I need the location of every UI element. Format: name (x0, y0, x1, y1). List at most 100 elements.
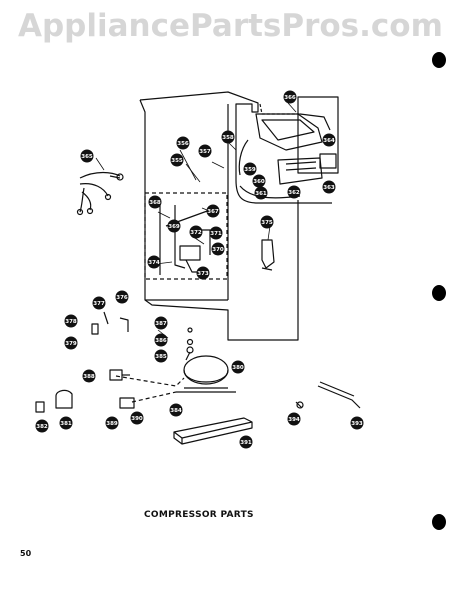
callout-375: 375 (260, 215, 274, 229)
callout-label: 369 (168, 224, 180, 230)
callout-marker (82, 369, 96, 383)
callout-390: 390 (130, 411, 144, 425)
leader-lines (95, 102, 297, 339)
callout-label: 382 (36, 424, 48, 430)
callout-374: 374 (147, 255, 161, 269)
callout-marker (176, 136, 190, 150)
callout-marker (322, 133, 336, 147)
callout-label: 380 (232, 365, 244, 371)
callout-359: 359 (243, 162, 257, 176)
callout-marker (147, 255, 161, 269)
callout-label: 393 (351, 421, 363, 427)
callout-label: 360 (253, 179, 265, 185)
callout-marker (64, 336, 78, 350)
callout-367: 367 (206, 204, 220, 218)
callout-label: 381 (60, 421, 72, 427)
callout-370: 370 (211, 242, 225, 256)
callout-364: 364 (322, 133, 336, 147)
compressor (176, 327, 236, 393)
callout-label: 385 (155, 354, 167, 360)
callout-marker (254, 186, 268, 200)
callout-marker (206, 204, 220, 218)
callout-label: 362 (288, 190, 300, 196)
callout-marker (209, 226, 223, 240)
callout-marker (221, 130, 235, 144)
callout-357: 357 (198, 144, 212, 158)
callout-label: 363 (323, 185, 335, 191)
callout-marker (350, 416, 364, 430)
callout-label: 374 (148, 260, 160, 266)
callout-label: 366 (284, 95, 296, 101)
callout-marker (154, 349, 168, 363)
callout-label: 370 (212, 247, 224, 253)
drain-tube (295, 381, 361, 409)
callout-label: 384 (170, 408, 182, 414)
terminal-cover (35, 389, 73, 413)
callout-marker (283, 90, 297, 104)
callout-label: 361 (255, 191, 267, 197)
callout-marker (92, 296, 106, 310)
callout-363: 363 (322, 180, 336, 194)
compressor-base-rail (173, 417, 253, 445)
callout-label: 355 (171, 158, 183, 164)
callout-layer: 365 366 356 355 357 358 359 360 361 362 363 364 368 3… (35, 90, 364, 449)
callout-378: 378 (64, 314, 78, 328)
connector-line-2 (131, 391, 177, 403)
callout-label: 359 (244, 167, 256, 173)
callout-label: 391 (240, 440, 252, 446)
callout-393: 393 (350, 416, 364, 430)
watermark-text: AppliancePartsPros.com (18, 8, 443, 44)
callout-373: 373 (196, 266, 210, 280)
callout-376: 376 (115, 290, 129, 304)
callout-368: 368 (148, 195, 162, 209)
callout-356: 356 (176, 136, 190, 150)
callout-label: 375 (261, 220, 273, 226)
callout-marker (287, 412, 301, 426)
callout-371: 371 (209, 226, 223, 240)
callout-marker (154, 333, 168, 347)
callout-387: 387 (154, 316, 168, 330)
callout-marker (154, 316, 168, 330)
callout-marker (211, 242, 225, 256)
callout-label: 394 (288, 417, 300, 423)
callout-394: 394 (287, 412, 301, 426)
cabinet-outline (139, 91, 332, 341)
callout-marker (252, 174, 266, 188)
callout-358: 358 (221, 130, 235, 144)
callout-marker (243, 162, 257, 176)
callout-marker (35, 419, 49, 433)
callout-361: 361 (254, 186, 268, 200)
callout-marker (239, 435, 253, 449)
callout-marker (231, 360, 245, 374)
callout-label: 372 (190, 230, 202, 236)
callout-marker (148, 195, 162, 209)
callout-382: 382 (35, 419, 49, 433)
callout-marker (59, 416, 73, 430)
callout-label: 378 (65, 319, 77, 325)
callout-385: 385 (154, 349, 168, 363)
relay-overload (109, 369, 135, 409)
connector-line (115, 375, 185, 387)
callout-marker (167, 219, 181, 233)
callout-369: 369 (167, 219, 181, 233)
binder-hole-bottom (432, 514, 446, 530)
callout-389: 389 (105, 416, 119, 430)
callout-391: 391 (239, 435, 253, 449)
callout-362: 362 (287, 185, 301, 199)
callout-381: 381 (59, 416, 73, 430)
callout-388: 388 (82, 369, 96, 383)
diagram-caption: COMPRESSOR PARTS (144, 510, 254, 520)
callout-label: 356 (177, 141, 189, 147)
callout-label: 367 (207, 209, 219, 215)
callout-365: 365 (80, 149, 94, 163)
callout-label: 371 (210, 231, 222, 237)
callout-marker (287, 185, 301, 199)
callout-380: 380 (231, 360, 245, 374)
callout-386: 386 (154, 333, 168, 347)
wire-harness (76, 171, 124, 216)
callout-marker (115, 290, 129, 304)
callout-label: 364 (323, 138, 335, 144)
callout-marker (196, 266, 210, 280)
callout-355: 355 (170, 153, 184, 167)
